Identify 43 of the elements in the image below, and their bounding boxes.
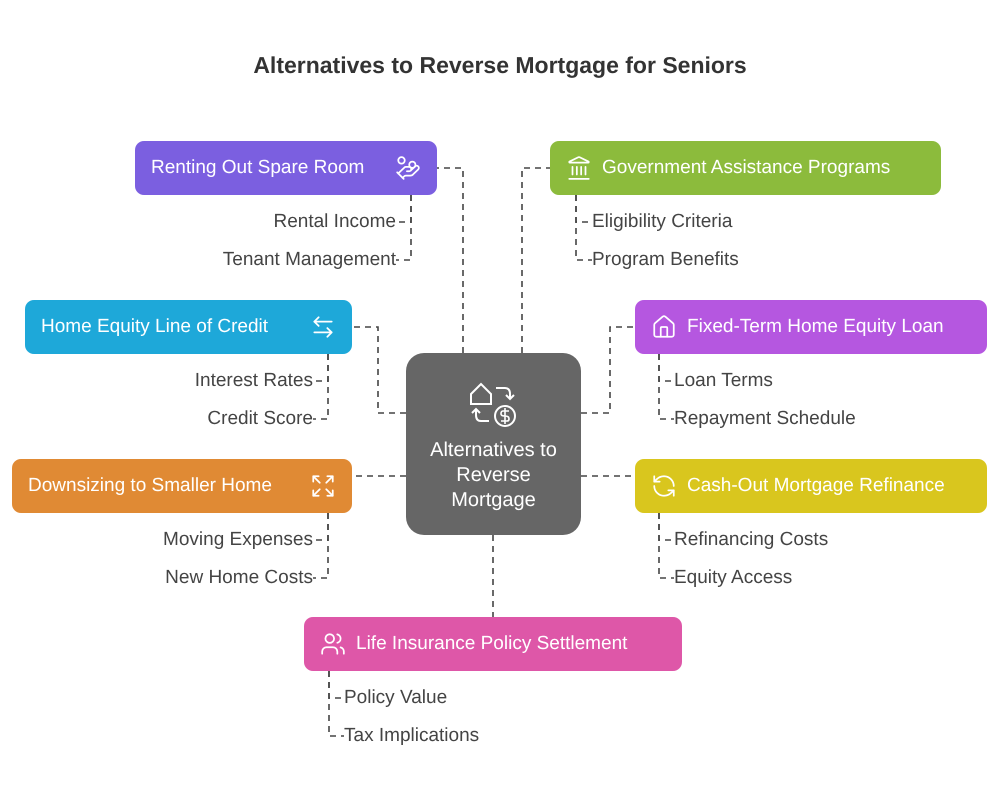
category-box <box>25 300 352 354</box>
connector <box>437 167 464 353</box>
item-label: Loan Terms <box>674 369 773 393</box>
category-box <box>635 459 987 513</box>
category-label: Renting Out Spare Room <box>151 157 364 179</box>
connector <box>581 326 635 414</box>
category-label: Home Equity Line of Credit <box>41 316 268 338</box>
item-label: Policy Value <box>344 686 448 710</box>
connector <box>521 167 550 353</box>
category-label: Government Assistance Programs <box>602 157 890 179</box>
center-label: Alternatives to Reverse Mortgage <box>429 438 558 512</box>
category-box <box>635 300 987 354</box>
connector <box>313 513 329 579</box>
item-label: Tax Implications <box>344 724 480 748</box>
category-box <box>135 141 437 195</box>
item-label: Eligibility Criteria <box>592 210 732 234</box>
connector <box>328 671 344 737</box>
item-label: Tenant Management <box>222 248 396 272</box>
connector <box>492 535 494 617</box>
category-box <box>12 459 352 513</box>
item-label: New Home Costs <box>165 566 313 590</box>
item-label: Program Benefits <box>592 248 739 272</box>
center-box <box>406 353 581 535</box>
category-label: Fixed-Term Home Equity Loan <box>687 316 944 338</box>
item-label: Repayment Schedule <box>674 407 856 431</box>
connector <box>575 195 592 261</box>
connector <box>658 354 674 420</box>
category-label: Cash-Out Mortgage Refinance <box>687 475 945 497</box>
connector <box>396 195 412 261</box>
title: Alternatives to Reverse Mortgage for Seniors <box>252 52 748 79</box>
category-box <box>550 141 941 195</box>
category-label: Downsizing to Smaller Home <box>28 475 272 497</box>
category-box <box>304 617 682 671</box>
connector <box>352 326 406 414</box>
item-label: Equity Access <box>674 566 792 590</box>
connector <box>313 354 329 420</box>
item-label: Credit Score <box>207 407 313 431</box>
item-label: Interest Rates <box>194 369 313 393</box>
item-label: Moving Expenses <box>163 528 313 552</box>
item-label: Rental Income <box>273 210 396 234</box>
connector <box>658 513 674 579</box>
item-label: Refinancing Costs <box>674 528 828 552</box>
category-label: Life Insurance Policy Settlement <box>356 633 628 655</box>
